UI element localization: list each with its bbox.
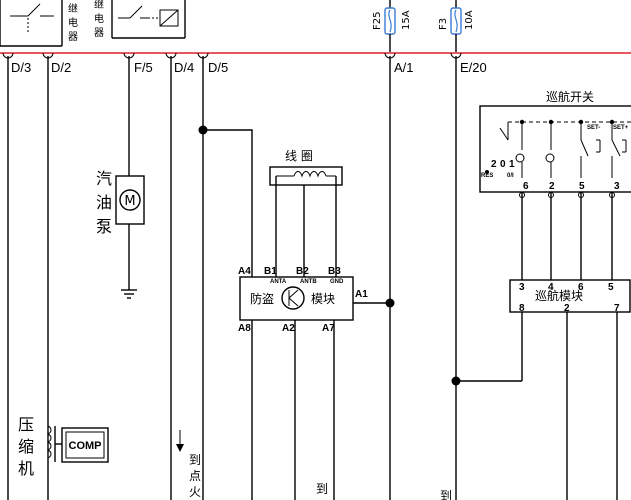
cruise-switch-pin-6: 6: [523, 181, 529, 192]
fuse-f25: [384, 0, 396, 52]
immobilizer-pin-b2: B2: [296, 266, 309, 277]
fuse-f3-id: F3: [438, 18, 449, 30]
fuse-f25-rating: 15A: [401, 10, 412, 30]
immobilizer-pin-b3: B3: [328, 266, 341, 277]
cruise-mode-1: 1: [509, 159, 515, 170]
cruise-set-minus: SET-: [587, 125, 600, 131]
cruise-set-plus: SET+: [613, 125, 629, 131]
fuel-pump-label-1: 汽: [96, 169, 112, 188]
immobilizer-label-left: 防盗: [250, 291, 274, 306]
destination-ignition-3: 火: [189, 485, 201, 499]
relay-right: [111, 0, 186, 39]
fuse-f25-id: F25: [372, 12, 383, 30]
immobilizer-pin-b2-sub: ANTB: [300, 279, 317, 285]
immobilizer-pin-a4: A4: [238, 266, 251, 277]
compressor-label-3: 机: [18, 459, 34, 478]
connector-e20: E/20: [460, 60, 487, 75]
cruise-module: [451, 279, 631, 500]
immobilizer-module: [239, 276, 395, 500]
connector-d4: D/4: [174, 60, 194, 75]
fuel-pump-label-3: 泵: [96, 217, 112, 236]
compressor-label-2: 缩: [18, 437, 34, 456]
cruise-switch-pin-3: 3: [614, 181, 620, 192]
cruise-mode-res: RES: [481, 173, 493, 179]
cruise-mode-2: 2: [491, 159, 497, 170]
relay-left-label: 继 电 器: [68, 2, 81, 43]
fuse-f3: [450, 0, 462, 52]
fuel-pump-motor: M: [115, 175, 145, 299]
cruise-module-pin-2: 2: [564, 303, 570, 314]
connector-a1: A/1: [394, 60, 414, 75]
wire-d5-to-a4: [203, 129, 253, 277]
relay-right-label: 继 电 器: [94, 0, 107, 39]
relay-left: [0, 0, 63, 47]
connector-d3: D/3: [11, 60, 31, 75]
cruise-switch: [479, 105, 631, 280]
vertical-wires: [7, 56, 457, 500]
immobilizer-pin-a7: A7: [322, 323, 335, 334]
connector-f5: F/5: [134, 60, 153, 75]
immobilizer-pin-a1: A1: [355, 289, 368, 300]
immobilizer-label-right: 模块: [311, 292, 335, 306]
compressor: COMP: [46, 425, 109, 463]
cruise-module-pin-8: 8: [519, 303, 525, 314]
destination-1: 到: [316, 482, 328, 496]
antenna-coil: [269, 166, 343, 277]
destination-ignition-2: 点: [189, 469, 201, 483]
destination-2: 到: [440, 489, 452, 500]
cruise-module-pin-7: 7: [614, 303, 620, 314]
relay-right-label-1: 继: [94, 0, 104, 11]
cruise-mode-0: 0: [500, 159, 506, 170]
relay-left-label-2: 电: [68, 16, 78, 29]
coil-label: 线 圈: [285, 149, 313, 163]
cruise-switch-pin-5: 5: [579, 181, 585, 192]
cruise-switch-title: 巡航开关: [546, 89, 594, 104]
destination-ignition: 到 点 火: [189, 453, 205, 499]
connector-d2: D/2: [51, 60, 71, 75]
fuel-pump-label: 汽 油 泵: [96, 169, 117, 236]
relay-left-label-3: 器: [68, 31, 78, 43]
relay-left-label-1: 继: [68, 2, 78, 15]
arrow-ignition: [176, 430, 184, 452]
immobilizer-pin-a8: A8: [238, 323, 251, 334]
immobilizer-pin-b3-sub: GND: [330, 279, 344, 285]
immobilizer-pin-b1-sub: ANTA: [270, 279, 287, 285]
fuse-f3-rating: 10A: [464, 10, 475, 30]
connector-cups: [2, 52, 462, 59]
compressor-label: 压 缩 机: [18, 415, 39, 478]
cruise-module-title: 巡航模块: [535, 288, 583, 303]
destination-ignition-1: 到: [189, 453, 201, 467]
motor-symbol: M: [124, 194, 135, 209]
cruise-module-pin-5: 5: [608, 282, 614, 293]
cruise-module-pin-6: 6: [578, 282, 584, 293]
fuel-pump-label-2: 油: [96, 193, 112, 212]
connector-d5: D/5: [208, 60, 228, 75]
relay-right-label-2: 电: [94, 12, 104, 25]
immobilizer-pin-a2: A2: [282, 323, 295, 334]
compressor-box-label: COMP: [69, 440, 102, 452]
cruise-switch-pin-2: 2: [549, 181, 555, 192]
cruise-module-pin-4: 4: [548, 282, 554, 293]
compressor-label-1: 压: [18, 415, 34, 434]
relay-right-label-3: 器: [94, 27, 104, 39]
immobilizer-pin-b1: B1: [264, 266, 277, 277]
cruise-mode-oi: 0/I: [507, 173, 514, 179]
cruise-module-pin-3: 3: [519, 282, 525, 293]
